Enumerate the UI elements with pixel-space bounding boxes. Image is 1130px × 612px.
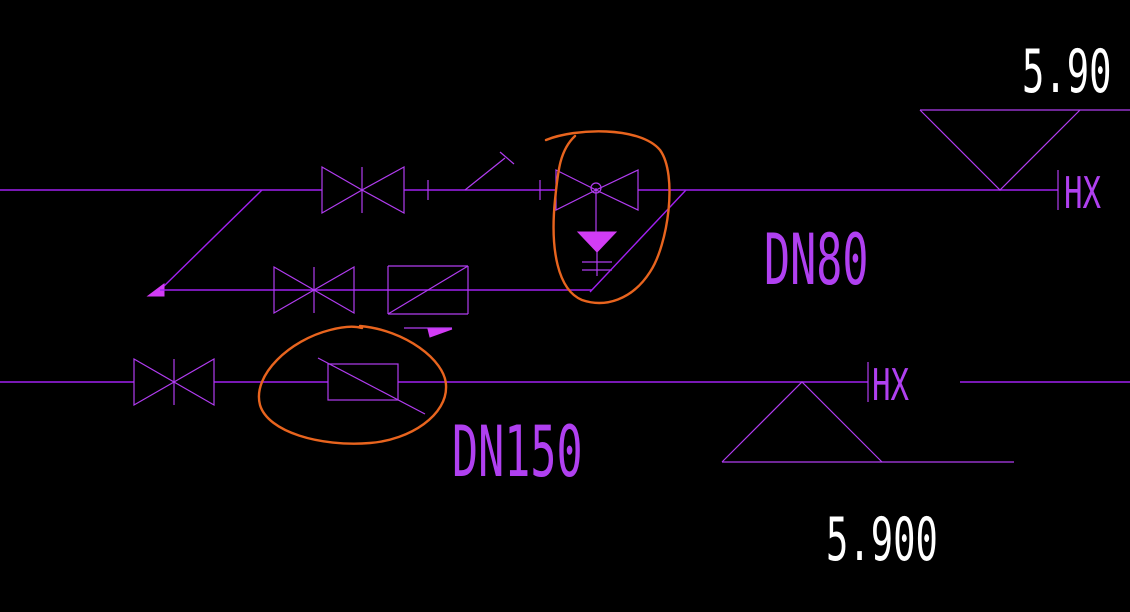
- upper-elevation-text: 5.90: [1022, 37, 1112, 107]
- markup-circle-solenoid: [544, 130, 671, 305]
- gate-valve-bypass: [273, 265, 355, 315]
- lower-end-tag-text: HX: [872, 359, 909, 410]
- gate-valve-lower: [133, 357, 215, 407]
- markup-circle-filter: [257, 324, 448, 445]
- upper-pipe-size-label: DN80: [764, 219, 868, 301]
- elevation-marker-lower: [721, 381, 1014, 463]
- gate-valve-upper-left: [321, 165, 405, 215]
- lower-pipe-size-label: DN150: [452, 411, 583, 493]
- solenoid-valve-icon: [555, 169, 639, 276]
- bypass-diagonal-pipe: [159, 189, 263, 291]
- filter-icon: [317, 357, 426, 415]
- elevation-marker-upper: [919, 109, 1130, 191]
- flow-direction-arrow: [404, 327, 453, 338]
- upper-end-tag-text: HX: [1064, 167, 1101, 218]
- check-valve-icon: [387, 265, 469, 315]
- pipe-tee-branch: [427, 151, 541, 200]
- lower-elevation-text: 5.900: [826, 505, 938, 575]
